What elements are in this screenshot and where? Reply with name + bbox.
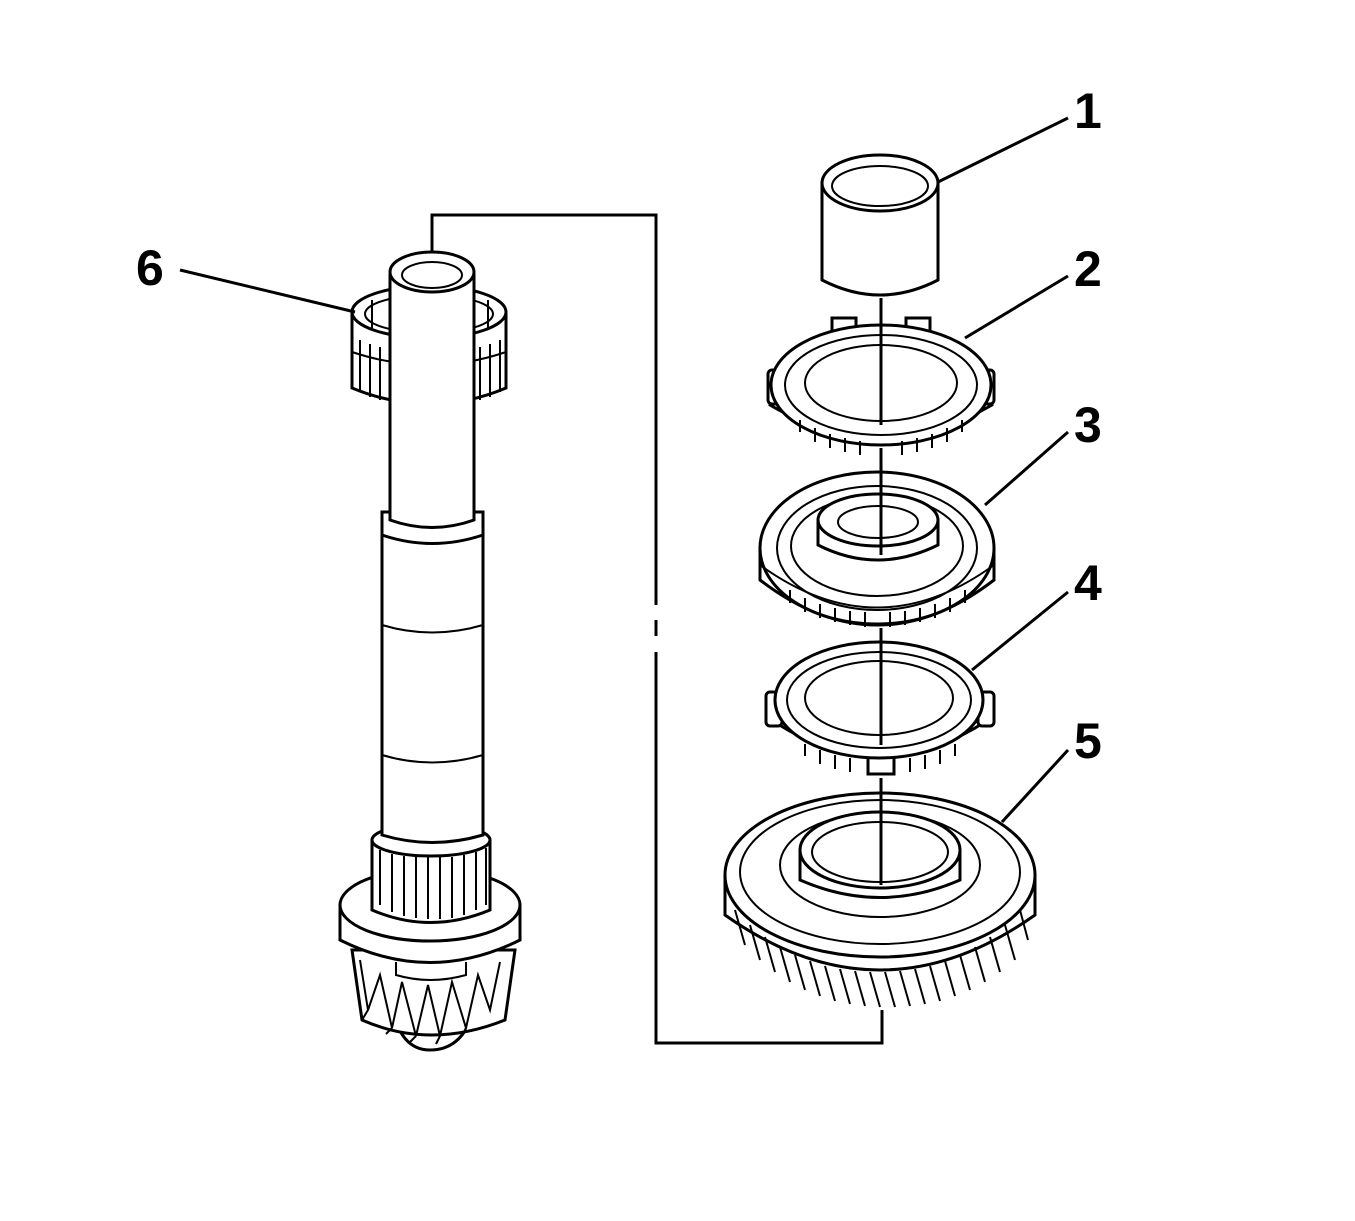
callout-1-label: 1 xyxy=(1074,83,1102,139)
callout-5-label: 5 xyxy=(1074,713,1102,769)
callout-2-label: 2 xyxy=(1074,241,1102,297)
bushing-1 xyxy=(820,153,940,297)
callout-3-label: 3 xyxy=(1074,397,1102,453)
pinion-gear xyxy=(350,948,517,1052)
ring-teeth-2 xyxy=(799,420,963,455)
sleeve-teeth-3 xyxy=(789,590,966,627)
gear-helical-teeth-5 xyxy=(734,909,1029,1008)
output-shaft xyxy=(338,250,522,1052)
callout-6-label: 6 xyxy=(136,240,164,296)
callout-4-label: 4 xyxy=(1074,555,1102,611)
ring-teeth-4 xyxy=(804,744,956,772)
callout-leaders xyxy=(179,116,1070,824)
synchronizer-assembly-3 xyxy=(758,470,996,627)
shaft-splines xyxy=(379,848,487,919)
